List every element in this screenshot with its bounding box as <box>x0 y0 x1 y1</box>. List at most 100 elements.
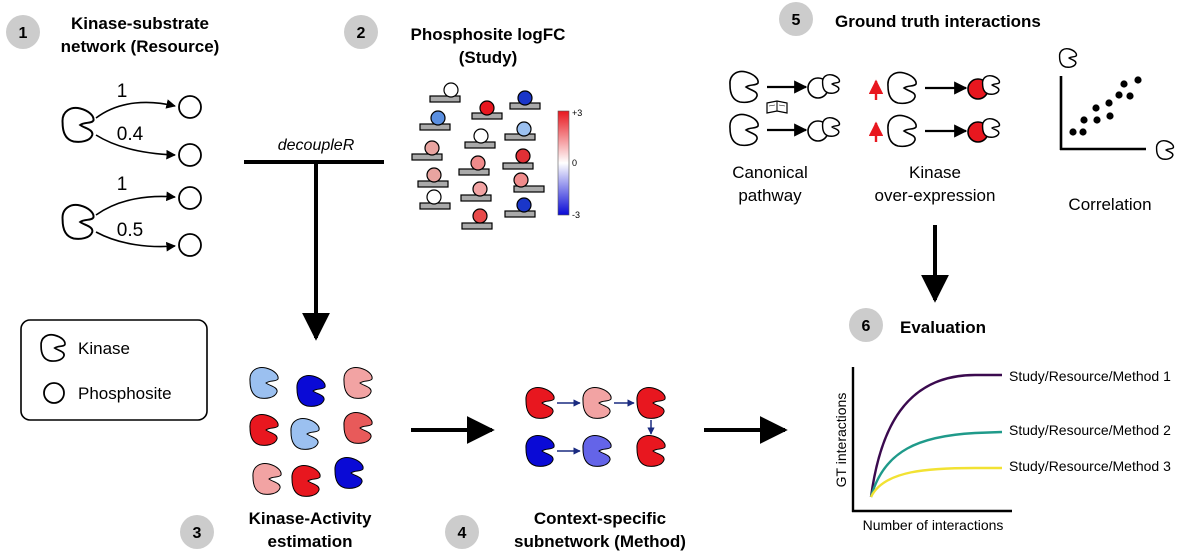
step-1-number: 1 <box>19 25 28 42</box>
canonical-label-line1: Canonical <box>732 163 808 182</box>
overexpr-label-line2: over-expression <box>875 186 996 205</box>
kinase-substrate-network: 1 0.4 1 0.5 <box>61 81 202 257</box>
phosphosite-icon <box>178 186 202 210</box>
step-3-title-line2: estimation <box>267 532 352 551</box>
canonical-label-line2: pathway <box>738 186 802 205</box>
kinase-icon <box>636 387 666 419</box>
step-3-title-line1: Kinase-Activity <box>249 509 372 528</box>
colorbar-max: +3 <box>572 108 582 118</box>
kinase-icon <box>61 203 95 240</box>
kinase-icon <box>636 435 666 467</box>
step-4-title-line2: subnetwork (Method) <box>514 532 686 551</box>
phosphosite-circle <box>472 181 488 197</box>
step-3-number: 3 <box>193 525 202 542</box>
phosphosite-heatmap: +3 0 -3 <box>411 82 582 230</box>
phosphosite-circle <box>424 140 440 156</box>
step-1-title-line2: network (Resource) <box>61 37 220 56</box>
phosphosite-circle <box>430 110 446 126</box>
phosphosite-circle <box>426 167 442 183</box>
kinase-icon <box>729 70 759 104</box>
context-subnetwork <box>525 387 666 467</box>
kinase-icon <box>296 375 326 407</box>
step-2-title-line2: (Study) <box>459 48 518 67</box>
step-5-number: 5 <box>792 12 801 29</box>
series-line-3 <box>869 466 1002 498</box>
phosphosite-circle <box>426 189 442 205</box>
phosphosite-circle <box>479 100 495 116</box>
edge-weight: 1 <box>117 174 128 195</box>
kinase-icon <box>61 106 95 143</box>
edge-arrow <box>95 134 176 160</box>
colorbar-mid: 0 <box>572 158 577 168</box>
series-line-1 <box>869 373 1002 498</box>
edge-weight: 1 <box>117 81 128 102</box>
decoupler-label: decoupleR <box>278 137 355 154</box>
color-bar <box>557 110 570 216</box>
legend: Kinase Phosphosite <box>20 319 208 421</box>
step-3-badge <box>180 515 214 549</box>
kinase-icon <box>525 435 555 467</box>
step-5-badge <box>779 2 813 36</box>
step-2-number: 2 <box>357 25 366 42</box>
kinase-icon <box>1155 139 1175 160</box>
step-6-title: Evaluation <box>900 318 986 337</box>
series-line-2 <box>869 430 1003 498</box>
evaluation-plot: GT interactions Number of interactions S… <box>833 367 1171 533</box>
kinase-icon <box>249 367 279 399</box>
decoupler-junction: decoupleR <box>244 137 384 341</box>
kinase-icon <box>582 387 612 419</box>
phosphosite-circle <box>516 121 532 137</box>
edge-weight: 0.4 <box>117 124 144 145</box>
edge-arrow <box>95 99 176 119</box>
edge-arrow <box>95 231 176 252</box>
phosphosite-circle <box>443 82 459 98</box>
step-5-title: Ground truth interactions <box>835 12 1041 31</box>
phosphosite-circle <box>472 208 488 224</box>
kinase-overexpression: Kinase over-expression <box>868 71 1001 205</box>
scatter-points <box>1069 76 1142 136</box>
step-1: 1 Kinase-substrate network (Resource) <box>6 14 219 56</box>
phosphosite-circle <box>513 172 529 188</box>
kinase-icon <box>343 412 373 444</box>
edge-arrow <box>95 191 176 216</box>
correlation-plot: Correlation <box>1058 47 1175 214</box>
canonical-pathway: Canonical pathway <box>729 70 841 205</box>
edge-weight: 0.5 <box>117 220 143 241</box>
step-6-number: 6 <box>862 318 871 335</box>
legend-kinase: Kinase <box>78 339 130 358</box>
phosphosite-icon <box>178 95 202 119</box>
kinase-icon <box>291 465 321 497</box>
kinase-icon <box>525 387 555 419</box>
series-label-3: Study/Resource/Method 3 <box>1009 458 1171 474</box>
step-3: 3 Kinase-Activity estimation <box>180 509 372 551</box>
phosphosite-circle <box>516 197 532 213</box>
kinase-icon <box>729 113 759 147</box>
kinase-icon <box>334 457 364 489</box>
series-label-1: Study/Resource/Method 1 <box>1009 368 1171 384</box>
step-4-badge <box>445 515 479 549</box>
kinase-activity-grid <box>249 367 373 497</box>
phosphosite-icon <box>178 233 202 257</box>
legend-phosphosite: Phosphosite <box>78 384 172 403</box>
colorbar-min: -3 <box>572 210 580 220</box>
step-1-badge <box>6 15 40 49</box>
kinase-icon <box>252 463 282 495</box>
kinase-icon <box>887 114 917 148</box>
step-5: 5 Ground truth interactions <box>779 2 1041 36</box>
step-1-title-line1: Kinase-substrate <box>71 14 209 33</box>
step-4-title-line1: Context-specific <box>534 509 666 528</box>
step-4-number: 4 <box>458 525 467 542</box>
book-icon <box>766 100 788 114</box>
step-4: 4 Context-specific subnetwork (Method) <box>445 509 686 551</box>
phosphosite-circle <box>470 155 486 171</box>
step-2: 2 Phosphosite logFC (Study) <box>344 15 565 67</box>
x-axis-label: Number of interactions <box>863 517 1004 533</box>
kinase-icon <box>249 414 279 446</box>
kinase-icon <box>1058 47 1078 68</box>
kinase-icon <box>290 418 320 450</box>
phosphosite-circle <box>473 128 489 144</box>
kinase-icon <box>343 367 373 399</box>
overexpr-label-line1: Kinase <box>909 163 961 182</box>
phosphosite-icon <box>43 382 65 404</box>
